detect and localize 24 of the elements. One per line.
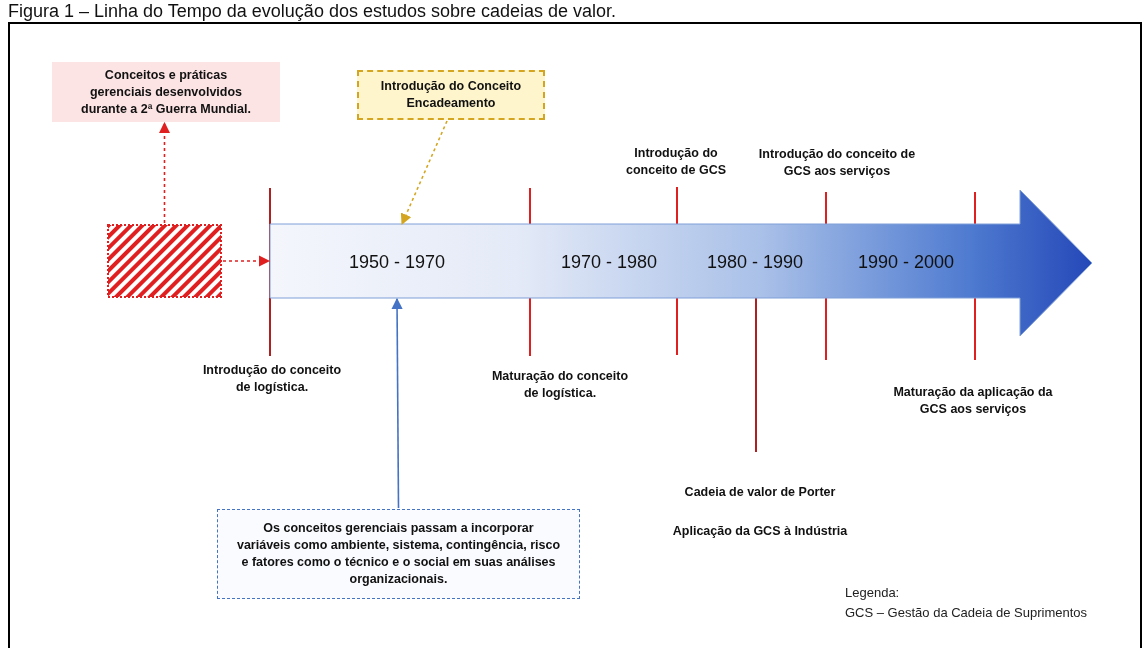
milestone-label: Aplicação da GCS à Indústria	[671, 523, 849, 540]
milestone-label: Maturação do conceito de logística.	[490, 368, 630, 402]
note-text: Introdução do Conceito Encadeamento	[379, 78, 523, 112]
milestone-label: Introdução do conceito de GCS	[625, 145, 727, 179]
arrow	[400, 120, 448, 226]
milestone-label: Maturação da aplicação da GCS aos serviços	[892, 384, 1054, 418]
period-label: 1980 - 1990	[705, 251, 805, 274]
period-label: 1990 - 2000	[856, 251, 956, 274]
period-label: 1950 - 1970	[347, 251, 447, 274]
milestone-label: Introdução do conceito de logística.	[202, 362, 342, 396]
note-text: Os conceitos gerenciais passam a incorporar variáveis como ambiente, sistema, contingência, risco e fatores como o técnico e o social em suas análises organizacionais.	[236, 520, 561, 588]
note-box	[217, 509, 580, 599]
note-box	[52, 62, 280, 122]
figure-title: Figura 1 – Linha do Tempo da evolução dos estudos sobre cadeias de valor.	[8, 1, 617, 22]
arrow	[222, 255, 271, 267]
note-box	[357, 70, 545, 120]
milestone-label: Introdução do conceito de GCS aos serviços	[757, 146, 917, 180]
arrow	[158, 121, 171, 224]
legend-heading: Legenda:	[845, 584, 900, 602]
arrow	[391, 297, 403, 509]
period-label: 1970 - 1980	[559, 251, 659, 274]
note-text: Conceitos e práticas gerenciais desenvolvidos durante a 2ª Guerra Mundial.	[80, 66, 252, 118]
legend-text: GCS – Gestão da Cadeia de Suprimentos	[845, 604, 1088, 622]
milestone-label: Cadeia de valor de Porter	[683, 484, 837, 501]
